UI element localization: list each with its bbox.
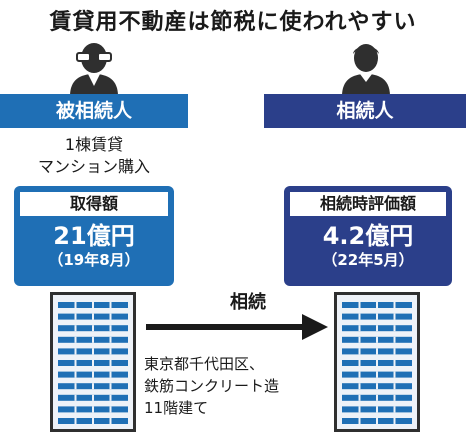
building-window-divider — [109, 383, 112, 390]
building-window-divider — [109, 418, 112, 424]
building-window-divider — [109, 313, 112, 320]
building-window-divider — [92, 418, 94, 424]
apartment-building-icon — [50, 292, 136, 432]
valuation-card: 相続時評価額 4.2億円 （22年5月） — [284, 186, 452, 286]
building-window-divider — [376, 325, 378, 332]
building-window-divider — [109, 406, 112, 413]
building-window-divider — [74, 302, 77, 308]
acquisition-label: 取得額 — [20, 192, 168, 216]
building-window-divider — [109, 394, 112, 401]
building-window-divider — [74, 371, 77, 378]
valuation-label: 相続時評価額 — [290, 192, 446, 216]
building-window-divider — [92, 336, 94, 343]
building-window-divider — [393, 418, 396, 424]
building-window-divider — [92, 325, 94, 332]
valuation-date: （22年5月） — [322, 251, 414, 269]
building-window-divider — [393, 371, 396, 378]
person-icon — [342, 44, 390, 96]
building-window-divider — [376, 383, 378, 390]
building-window-divider — [393, 313, 396, 320]
building-window-divider — [92, 313, 94, 320]
building-window-divider — [393, 394, 396, 401]
building-window-divider — [376, 313, 378, 320]
building-window-divider — [376, 336, 378, 343]
building-window-divider — [358, 325, 361, 332]
building-window-divider — [92, 383, 94, 390]
purchase-note: 1棟賃貸 マンション購入 — [0, 134, 188, 178]
inheritance-arrow-label: 相続 — [230, 292, 266, 313]
building-window-divider — [376, 394, 378, 401]
building-note-line-2: 鉄筋コンクリート造 — [144, 377, 280, 395]
building-window-divider — [109, 371, 112, 378]
building-window-divider — [358, 371, 361, 378]
building-window-divider — [358, 418, 361, 424]
building-window-divider — [358, 383, 361, 390]
acquisition-value: 21億円 — [53, 222, 135, 250]
building-window-divider — [74, 313, 77, 320]
building-window-divider — [376, 360, 378, 366]
building-window-divider — [109, 336, 112, 343]
building-window-divider — [109, 348, 112, 355]
building-window-divider — [74, 348, 77, 355]
role-label-heir: 相続人 — [264, 94, 466, 128]
building-window-divider — [92, 394, 94, 401]
building-note-line-3: 11階建て — [144, 399, 209, 417]
building-window-divider — [92, 302, 94, 308]
building-window-divider — [358, 313, 361, 320]
building-window-divider — [358, 348, 361, 355]
purchase-note-line-2: マンション購入 — [37, 157, 150, 176]
building-window-divider — [358, 406, 361, 413]
building-note-line-1: 東京都千代田区、 — [144, 355, 265, 373]
valuation-value: 4.2億円 — [322, 222, 414, 250]
building-window-divider — [376, 418, 378, 424]
building-window-divider — [393, 336, 396, 343]
purchase-note-line-1: 1棟賃貸 — [64, 135, 124, 154]
building-window-divider — [109, 302, 112, 308]
acquisition-date: （19年8月） — [48, 251, 140, 269]
building-window-divider — [74, 325, 77, 332]
building-window-divider — [358, 360, 361, 366]
building-window-divider — [109, 360, 112, 366]
building-window-divider — [393, 406, 396, 413]
building-window-divider — [358, 394, 361, 401]
acquisition-card: 取得額 21億円 （19年8月） — [14, 186, 174, 286]
building-window-divider — [393, 325, 396, 332]
building-window-divider — [393, 348, 396, 355]
apartment-building-icon — [334, 292, 420, 432]
building-window-divider — [74, 360, 77, 366]
building-window-divider — [393, 383, 396, 390]
building-window-divider — [92, 371, 94, 378]
building-window-divider — [376, 406, 378, 413]
building-window-divider — [74, 394, 77, 401]
building-window-divider — [92, 406, 94, 413]
building-window-divider — [74, 406, 77, 413]
building-window-divider — [376, 348, 378, 355]
building-window-divider — [74, 418, 77, 424]
building-window-divider — [74, 383, 77, 390]
role-label-decedent: 被相続人 — [0, 94, 188, 128]
building-window-divider — [393, 360, 396, 366]
building-window-divider — [393, 302, 396, 308]
building-window-divider — [358, 336, 361, 343]
person-glasses-icon — [70, 43, 118, 96]
building-window-divider — [376, 302, 378, 308]
arrow-right-icon — [146, 314, 328, 340]
building-window-divider — [74, 336, 77, 343]
building-note: 東京都千代田区、 鉄筋コンクリート造 11階建て — [144, 353, 324, 419]
page-title: 賃貸用不動産は節税に使われやすい — [49, 10, 417, 35]
building-window-divider — [92, 360, 94, 366]
building-window-divider — [358, 302, 361, 308]
building-window-divider — [92, 348, 94, 355]
building-window-divider — [376, 371, 378, 378]
building-window-divider — [109, 325, 112, 332]
